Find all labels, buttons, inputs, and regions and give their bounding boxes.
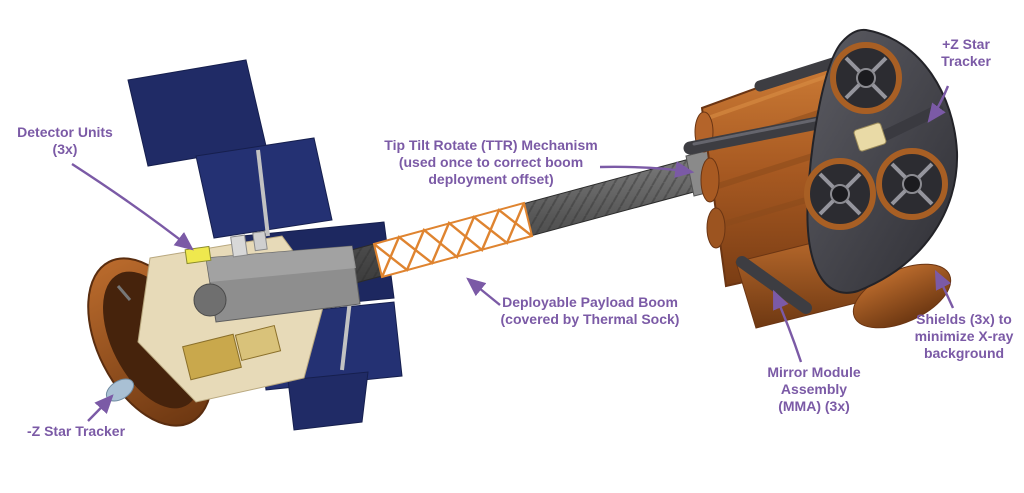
label-ttr-mechanism: Tip Tilt Rotate (TTR) Mechanism (used on… (384, 137, 598, 188)
payload-boom (343, 153, 717, 285)
detector-units (184, 245, 212, 265)
mirror-module (830, 42, 902, 114)
mast-lattice (373, 202, 526, 272)
annotation-arrows (71, 85, 955, 422)
bus-fitting (230, 234, 248, 258)
arrow-mirror-module-assembly (772, 289, 803, 363)
electronics-box (234, 324, 282, 362)
arrow-minus-z-star-tracker (87, 394, 114, 422)
bus-strut (116, 285, 132, 301)
bench-hub (193, 283, 227, 317)
label-mirror-module-assembly: Mirror Module Assembly (MMA) (3x) (767, 364, 861, 415)
arrow-detector-units (71, 162, 194, 251)
plus-z-star-tracker-box (853, 122, 887, 152)
panel-strut (340, 299, 352, 371)
optics-module (683, 28, 959, 329)
mma-cylinder-end (700, 157, 720, 203)
bus-fitting (252, 230, 268, 252)
label-minus-z-star-tracker: -Z Star Tracker (26, 423, 126, 439)
electronics-box (182, 333, 242, 381)
mirror-module (876, 148, 948, 220)
solar-panel (287, 371, 369, 431)
arrow-shields (934, 269, 955, 309)
arrow-ttr-mechanism (599, 161, 695, 178)
instrument-module (87, 230, 361, 427)
mma-cylinder-end (706, 207, 726, 249)
mirror-module (804, 158, 876, 230)
label-detector-units: Detector Units (3x) (17, 124, 113, 158)
label-plus-z-star-tracker: +Z Star Tracker (941, 36, 991, 70)
label-payload-boom: Deployable Payload Boom (covered by Ther… (500, 294, 680, 328)
panel-strut (256, 149, 270, 237)
arrow-plus-z-star-tracker (927, 85, 950, 123)
shield-cylinder (736, 256, 812, 314)
mast-lattice (380, 208, 533, 278)
arrow-payload-boom (466, 277, 501, 306)
label-shields: Shields (3x) to minimize X-ray backgroun… (914, 311, 1014, 362)
